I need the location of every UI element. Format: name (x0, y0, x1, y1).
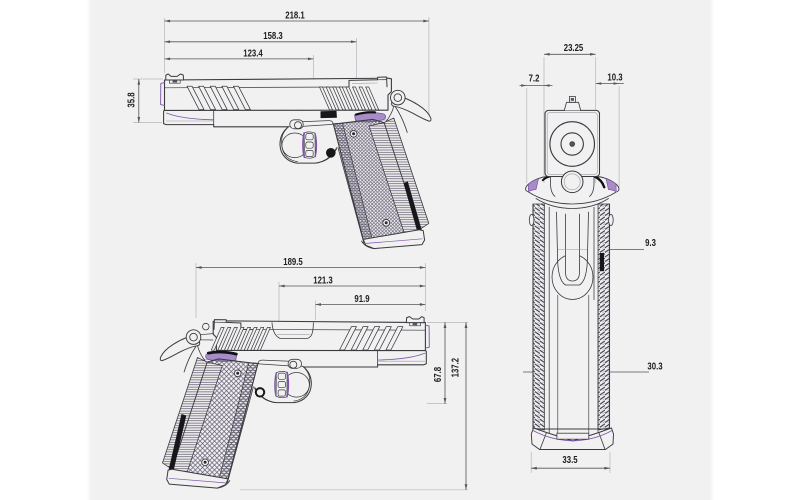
svg-text:158.3: 158.3 (263, 31, 283, 42)
svg-text:218.1: 218.1 (285, 10, 305, 21)
svg-text:91.9: 91.9 (354, 294, 370, 305)
svg-text:33.5: 33.5 (562, 455, 578, 466)
svg-text:9.3: 9.3 (645, 238, 656, 249)
svg-text:123.4: 123.4 (243, 48, 263, 59)
svg-text:35.8: 35.8 (127, 92, 138, 108)
svg-text:10.3: 10.3 (607, 72, 623, 83)
svg-text:30.3: 30.3 (647, 361, 663, 372)
svg-text:23.25: 23.25 (564, 43, 584, 54)
svg-text:121.3: 121.3 (313, 276, 333, 287)
svg-text:189.5: 189.5 (283, 257, 303, 268)
svg-text:137.2: 137.2 (451, 357, 462, 377)
svg-text:67.8: 67.8 (433, 366, 444, 382)
svg-text:7.2: 7.2 (529, 73, 540, 84)
